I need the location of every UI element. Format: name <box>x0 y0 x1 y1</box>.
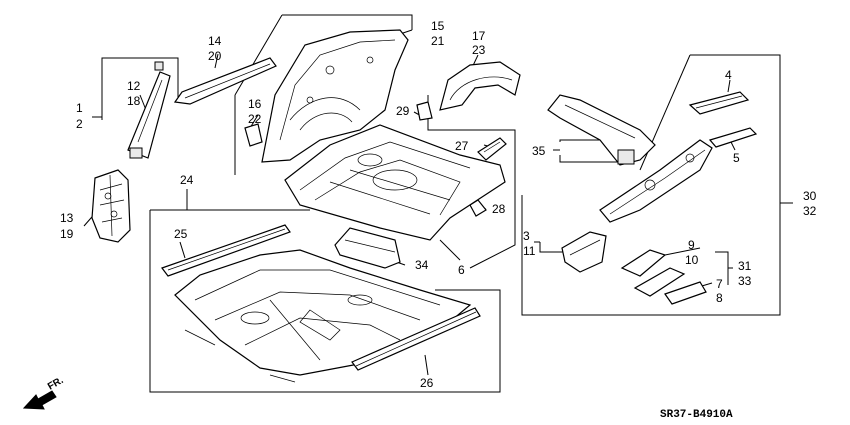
floor-rail-25 <box>161 224 291 277</box>
callout-21: 21 <box>431 34 445 48</box>
diagram-code: SR37-B4910A <box>660 409 733 421</box>
bracket-4 <box>688 91 750 115</box>
callout-23: 23 <box>472 43 486 57</box>
callout-28: 28 <box>492 202 506 216</box>
callout-5: 5 <box>733 151 740 165</box>
callout-30: 30 <box>803 189 817 203</box>
callout-32: 32 <box>803 204 817 218</box>
callout-9: 9 <box>688 238 695 252</box>
wheel-house <box>439 61 521 111</box>
callout-27: 27 <box>455 139 469 153</box>
callout-13: 13 <box>60 211 74 225</box>
callout-6: 6 <box>458 263 465 277</box>
callout-24: 24 <box>180 173 194 187</box>
bracket-9 <box>620 249 667 277</box>
side-sill-26 <box>351 307 481 371</box>
callout-26: 26 <box>420 376 434 390</box>
callout-33: 33 <box>738 274 752 288</box>
callout-12: 12 <box>127 79 141 93</box>
callout-7: 7 <box>716 277 723 291</box>
callout-3: 3 <box>523 229 530 243</box>
bracket-5 <box>708 127 758 148</box>
bracket-27 <box>477 137 507 161</box>
roof-rail <box>173 57 277 105</box>
callout-11: 11 <box>523 244 536 258</box>
callout-16: 16 <box>248 97 262 111</box>
bracket-7 <box>633 267 707 305</box>
callout-1: 1 <box>76 101 83 115</box>
callout-25: 25 <box>174 227 188 241</box>
bracket-29 <box>416 101 433 121</box>
front-pillar-lower <box>91 169 131 243</box>
rear-inner-panel <box>261 29 409 163</box>
bracket-3 <box>561 231 607 273</box>
callout-labels: 1 2 12 18 13 19 14 20 16 22 15 21 17 23 … <box>60 19 817 390</box>
bracket-16 <box>244 123 263 147</box>
cross-member-35 <box>547 94 656 166</box>
callout-31: 31 <box>738 259 752 273</box>
callout-22: 22 <box>248 112 262 126</box>
callout-17: 17 <box>472 29 486 43</box>
rear-frame <box>599 139 713 223</box>
front-direction-arrow-icon <box>22 390 57 410</box>
callout-14: 14 <box>208 34 222 48</box>
cross-member-34 <box>334 227 401 269</box>
callout-2: 2 <box>76 117 83 131</box>
callout-10: 10 <box>685 253 699 267</box>
callout-8: 8 <box>716 291 723 305</box>
direction-label: FR. <box>46 375 66 393</box>
callout-29: 29 <box>396 104 410 118</box>
callout-19: 19 <box>60 227 74 241</box>
callout-15: 15 <box>431 19 445 33</box>
rear-floor <box>284 124 506 241</box>
front-pillar-upper <box>127 61 171 159</box>
callout-4: 4 <box>725 68 732 82</box>
callout-35: 35 <box>532 144 546 158</box>
callout-18: 18 <box>127 94 141 108</box>
callout-20: 20 <box>208 49 222 63</box>
callout-34: 34 <box>415 258 429 272</box>
